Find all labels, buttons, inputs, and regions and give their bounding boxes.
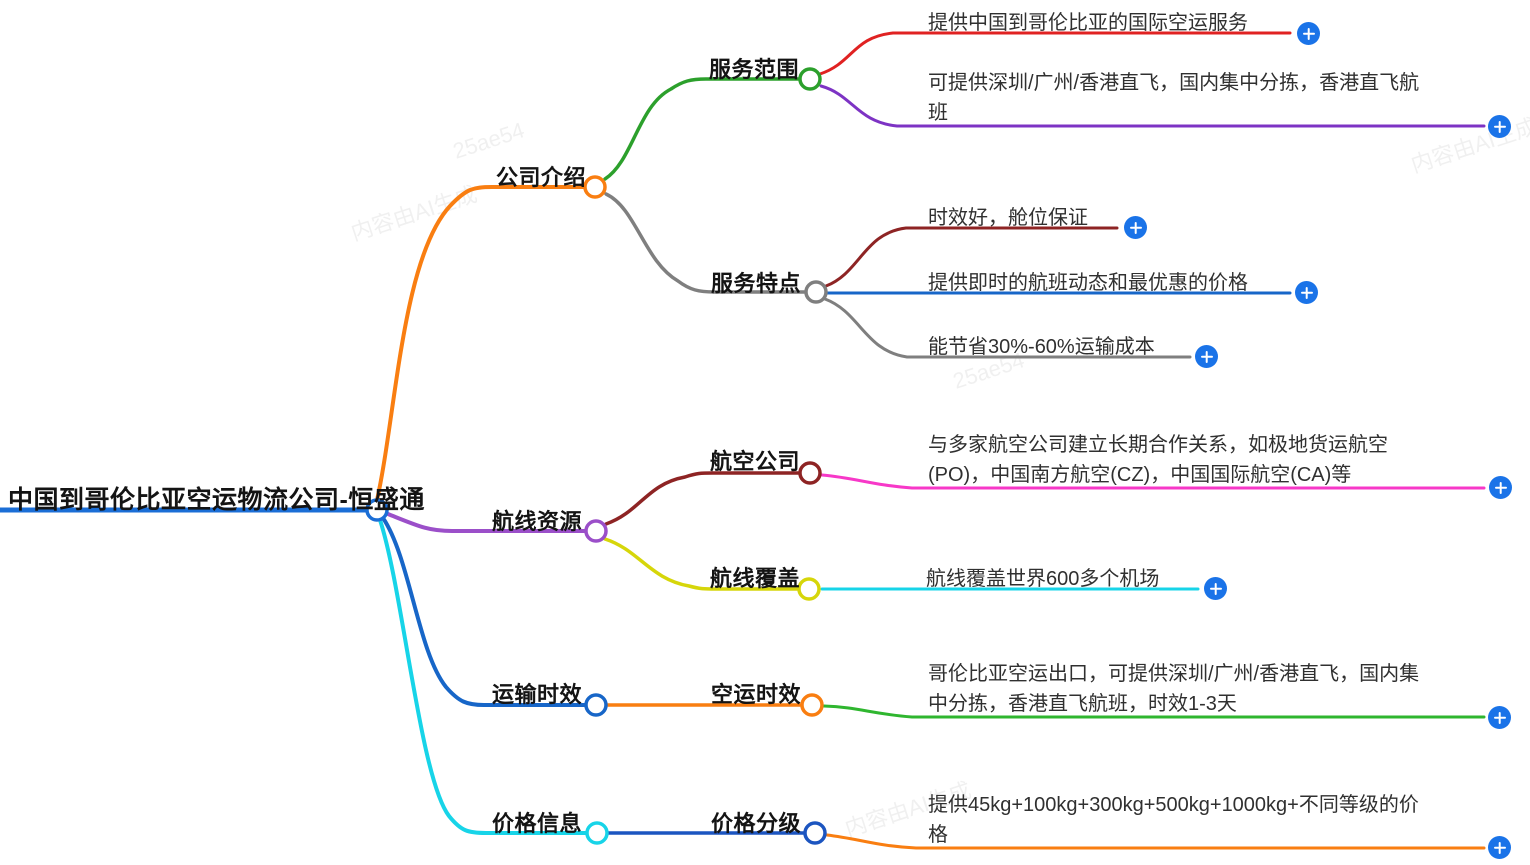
edge-leaf-airtransit-1: [822, 704, 1486, 719]
leaf-text: 哥伦比亚空运出口，可提供深圳/广州/香港直飞，国内集中分拣，香港直飞航班，时效1…: [928, 663, 1420, 715]
edge-routes-airlines: [604, 471, 802, 526]
expand-plus-icon[interactable]: [1297, 22, 1320, 45]
leaf-text: 与多家航空公司建立长期合作关系，如极地货运航空(PO)，中国南方航空(CZ)，中…: [928, 434, 1388, 486]
leaf-text: 可提供深圳/广州/香港直飞，国内集中分拣，香港直飞航班: [928, 72, 1420, 124]
edge-root-transit: [381, 516, 587, 707]
edge-leaf-scope-2: [819, 84, 1486, 128]
leaf-text: 提供45kg+100kg+300kg+500kg+1000kg+不同等级的价格: [928, 794, 1419, 846]
edge-company-scope: [603, 77, 802, 181]
node-circle-pricing[interactable]: [585, 821, 609, 845]
node-label-price-info[interactable]: 价格信息: [492, 811, 583, 836]
root-node-label[interactable]: 中国到哥伦比亚空运物流公司-恒盛通: [8, 486, 425, 514]
leaf-text: 航线覆盖世界600多个机场: [926, 568, 1160, 590]
edge-leaf-pricetiers-1: [825, 833, 1486, 850]
node-circle-airtransit[interactable]: [800, 693, 824, 717]
edge-routes-coverage: [603, 537, 801, 591]
node-circle-root[interactable]: [365, 498, 389, 522]
node-circle-transit[interactable]: [584, 693, 608, 717]
node-label-airlines[interactable]: 航空公司: [710, 449, 801, 474]
leaf-text: 能节省30%-60%运输成本: [928, 336, 1155, 358]
leaf-text: 时效好，舱位保证: [928, 207, 1088, 229]
edge-leaf-features-1: [824, 226, 1119, 288]
node-label-price-tiers[interactable]: 价格分级: [711, 811, 802, 836]
node-circle-airlines[interactable]: [798, 461, 822, 485]
edge-leaf-features-3: [823, 297, 1192, 359]
node-label-air-transit-time[interactable]: 空运时效: [711, 682, 802, 707]
expand-plus-icon[interactable]: [1195, 345, 1218, 368]
expand-plus-icon[interactable]: [1488, 836, 1511, 859]
edge-root-routes: [386, 512, 587, 533]
expand-plus-icon[interactable]: [1124, 216, 1147, 239]
expand-plus-icon[interactable]: [1489, 476, 1512, 499]
node-circle-coverage[interactable]: [797, 577, 821, 601]
node-label-service-features[interactable]: 服务特点: [711, 271, 802, 296]
edge-root-company: [375, 185, 587, 502]
node-circle-company[interactable]: [583, 175, 607, 199]
node-circle-routes[interactable]: [584, 519, 608, 543]
node-circle-features[interactable]: [804, 280, 828, 304]
expand-plus-icon[interactable]: [1488, 706, 1511, 729]
edge-leaf-scope-1: [818, 31, 1292, 76]
node-label-service-scope[interactable]: 服务范围: [709, 57, 800, 82]
edge-leaf-airlines-1: [820, 473, 1486, 490]
node-circle-pricetiers[interactable]: [803, 821, 827, 845]
node-circle-scope[interactable]: [798, 67, 822, 91]
node-label-route-resources[interactable]: 航线资源: [492, 509, 583, 534]
expand-plus-icon[interactable]: [1204, 577, 1227, 600]
leaf-text: 提供中国到哥伦比亚的国际空运服务: [928, 12, 1248, 34]
node-label-route-coverage[interactable]: 航线覆盖: [710, 566, 801, 591]
node-label-transport-time[interactable]: 运输时效: [492, 682, 583, 707]
expand-plus-icon[interactable]: [1488, 115, 1511, 138]
node-label-company-intro[interactable]: 公司介绍: [496, 165, 587, 190]
edge-company-features: [604, 192, 807, 294]
edge-root-pricing: [378, 518, 589, 835]
expand-plus-icon[interactable]: [1295, 281, 1318, 304]
leaf-text: 提供即时的航班动态和最优惠的价格: [928, 272, 1248, 294]
